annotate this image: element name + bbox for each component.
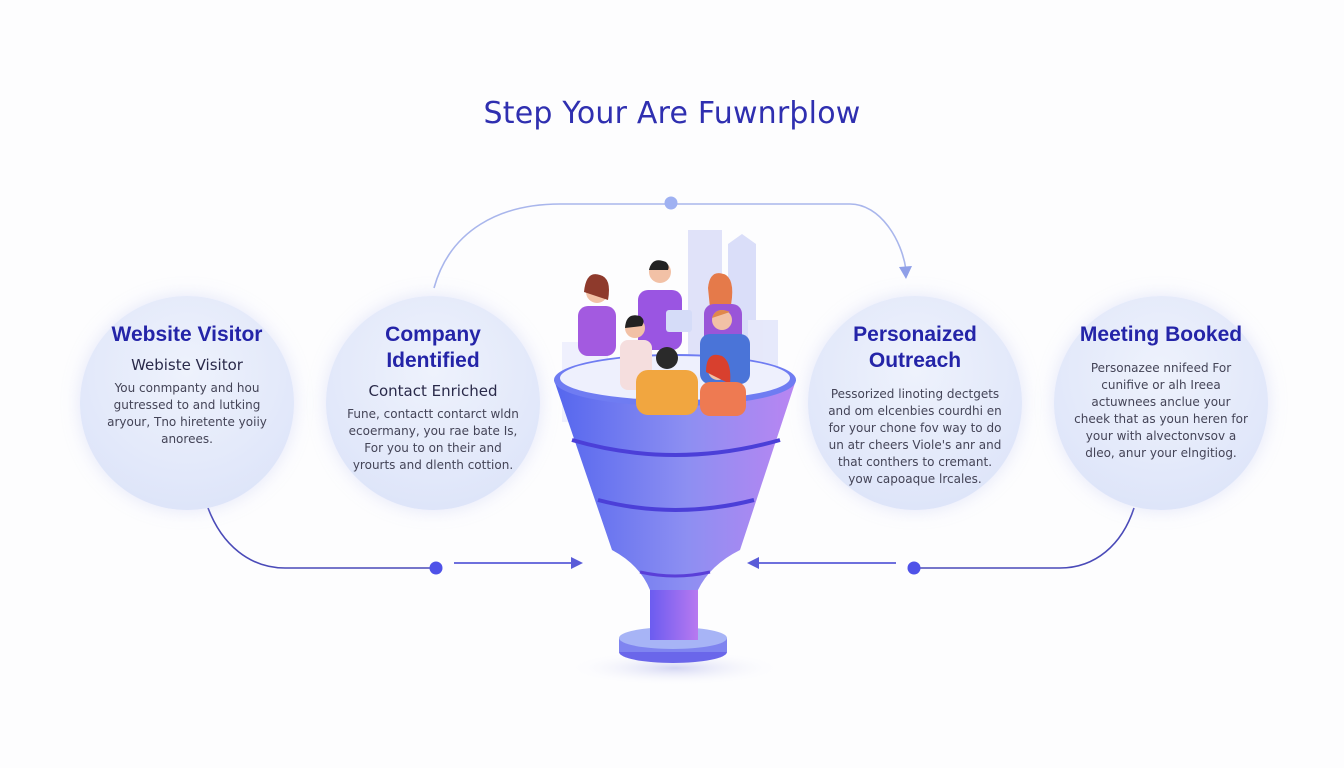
step-heading: Meeting Booked: [1079, 323, 1243, 346]
right-arrow-icon: [571, 557, 583, 569]
funnel-illustration: [554, 230, 796, 686]
step-subheading: Contact Enriched: [368, 382, 498, 400]
team-people-icon: [578, 260, 750, 416]
step-company-identified: Company Identified Contact Enriched Fune…: [326, 296, 540, 510]
step-subheading: Webiste Visitor: [131, 356, 243, 374]
step-description: You conmpanty and hou gutressed to and l…: [107, 381, 267, 446]
step-description: Fune, contactt contarct wldn ecoermany, …: [347, 407, 519, 472]
top-connector-dot-icon: [664, 196, 678, 210]
step-personalized-outreach: Personaized Outreach Pessorized linoting…: [808, 296, 1022, 510]
bottom-left-dot-icon: [429, 561, 443, 575]
diagram-title: Step Your Are Fuwnrþlow: [483, 96, 861, 131]
bottom-right-dot-icon: [907, 561, 921, 575]
left-arrow-icon: [747, 557, 759, 569]
step-heading: Company Identified: [385, 323, 481, 372]
step-website-visitor: Website Visitor Webiste Visitor You conm…: [80, 296, 294, 510]
top-connector: [433, 203, 907, 289]
step-description: Personazee nnifeed For cunifive or alh I…: [1074, 361, 1248, 460]
bottom-left-connector: [207, 507, 436, 569]
step-heading: Website Visitor: [111, 323, 263, 346]
bottom-right-connector: [914, 507, 1135, 569]
top-arrow-icon: [899, 266, 912, 279]
step-description: Pessorized linoting dectgets and om elce…: [828, 387, 1002, 486]
step-heading: Personaized Outreach: [853, 323, 977, 372]
step-meeting-booked: Meeting Booked Personazee nnifeed For cu…: [1054, 296, 1268, 510]
